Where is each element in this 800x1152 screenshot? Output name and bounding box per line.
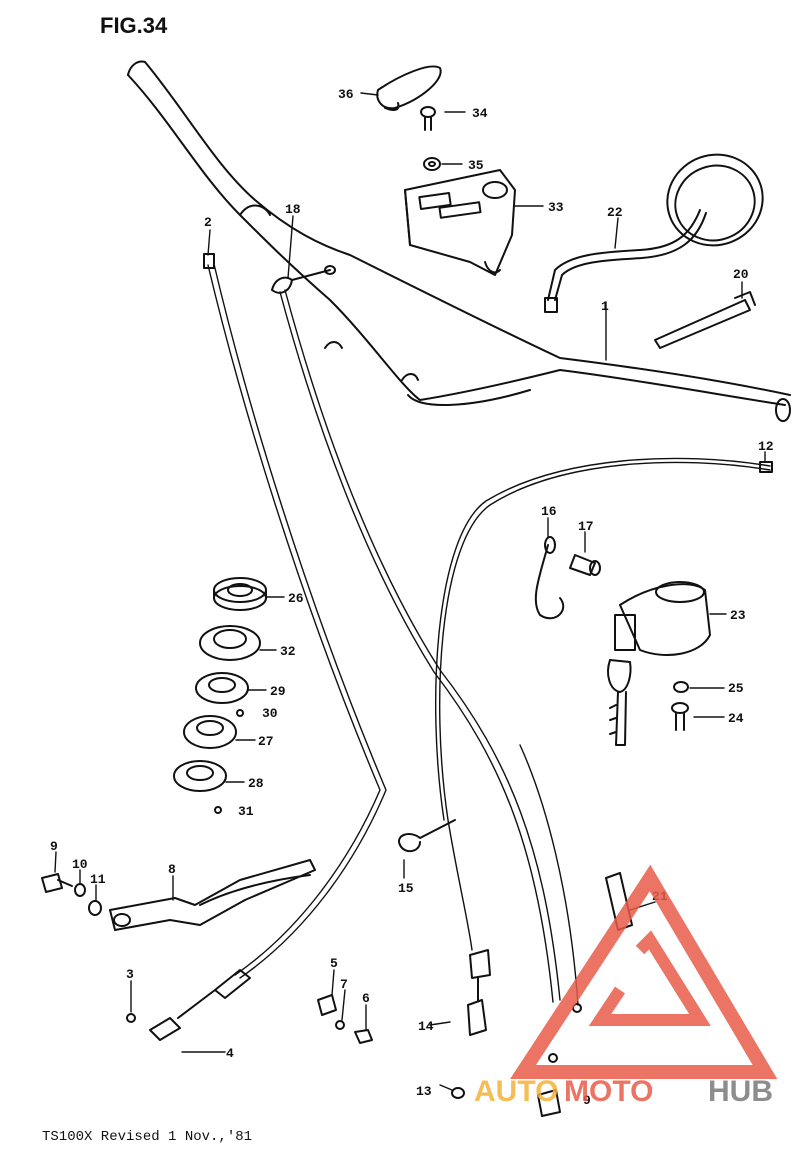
bracket-8	[109, 859, 316, 931]
cover-36	[376, 65, 442, 112]
holder-5	[317, 994, 337, 1016]
label-5: 5	[330, 956, 338, 971]
watermark: AUTO MOTO HUB	[474, 864, 778, 1108]
label-26: 26	[288, 591, 304, 606]
label-16: 16	[541, 504, 557, 519]
ring-31	[214, 806, 222, 814]
label-30: 30	[262, 706, 278, 721]
washer-7	[335, 1020, 345, 1030]
label-24: 24	[728, 711, 744, 726]
label-22: 22	[607, 205, 623, 220]
label-27: 27	[258, 734, 274, 749]
spring-16	[534, 536, 565, 620]
switch-box	[404, 169, 516, 276]
label-28: 28	[248, 776, 264, 791]
watermark-auto: AUTO	[474, 1075, 558, 1108]
label-29: 29	[270, 684, 286, 699]
label-10: 10	[72, 857, 88, 872]
bolt-17	[569, 554, 601, 576]
label-1: 1	[601, 299, 609, 314]
label-9: 9	[50, 839, 58, 854]
washer-35	[423, 157, 441, 171]
label-12: 12	[758, 439, 774, 454]
ignition-switch	[607, 581, 711, 746]
label-7: 7	[340, 977, 348, 992]
screw-6	[354, 1029, 373, 1044]
ring-30	[236, 709, 244, 717]
label-17: 17	[578, 519, 594, 534]
label-31: 31	[238, 804, 254, 819]
label-36: 36	[338, 87, 354, 102]
cables	[203, 253, 773, 1063]
clip-15	[398, 819, 456, 853]
label-19: 9	[583, 1093, 591, 1108]
adjuster	[467, 949, 491, 1036]
cap-19	[537, 1089, 561, 1117]
label-13: 13	[416, 1084, 432, 1099]
cable-clamp-18	[271, 265, 336, 294]
ignition-nut-26	[213, 577, 267, 611]
label-23: 23	[730, 608, 746, 623]
mirror	[544, 153, 764, 313]
label-20: 20	[733, 267, 749, 282]
label-18: 18	[285, 202, 301, 217]
label-34: 34	[472, 106, 488, 121]
leader-lines	[54, 92, 766, 1091]
washer-29	[195, 672, 249, 704]
label-25: 25	[728, 681, 744, 696]
label-14: 14	[418, 1019, 434, 1034]
label-35: 35	[468, 158, 484, 173]
watermark-inner-mark-icon	[588, 930, 711, 1026]
washer-27	[183, 715, 237, 749]
pin-13	[451, 1087, 465, 1099]
label-4: 4	[226, 1046, 234, 1061]
screw-34	[420, 106, 436, 131]
watermark-triangle-icon	[510, 864, 778, 1079]
label-32: 32	[280, 644, 296, 659]
grip-21	[605, 872, 633, 931]
washer-25	[673, 681, 689, 693]
label-15: 15	[398, 881, 414, 896]
label-8: 8	[168, 862, 176, 877]
watermark-moto: MOTO	[564, 1075, 653, 1108]
strap-20	[654, 291, 756, 349]
cable-end	[126, 969, 251, 1041]
label-2: 2	[204, 215, 212, 230]
label-33: 33	[548, 200, 564, 215]
washer-32	[199, 625, 261, 661]
washer-28	[173, 760, 227, 792]
label-3: 3	[126, 967, 134, 982]
figure-title: FIG.34	[100, 13, 168, 38]
handlebar	[127, 60, 791, 422]
label-6: 6	[362, 991, 370, 1006]
washer-11	[88, 900, 102, 916]
screw-24	[671, 702, 689, 731]
figure-footer: TS100X Revised 1 Nov.,'81	[42, 1129, 252, 1145]
bolt-9	[41, 873, 73, 893]
watermark-hub: HUB	[708, 1075, 773, 1108]
washer-10	[74, 883, 86, 897]
label-11: 11	[90, 872, 106, 887]
